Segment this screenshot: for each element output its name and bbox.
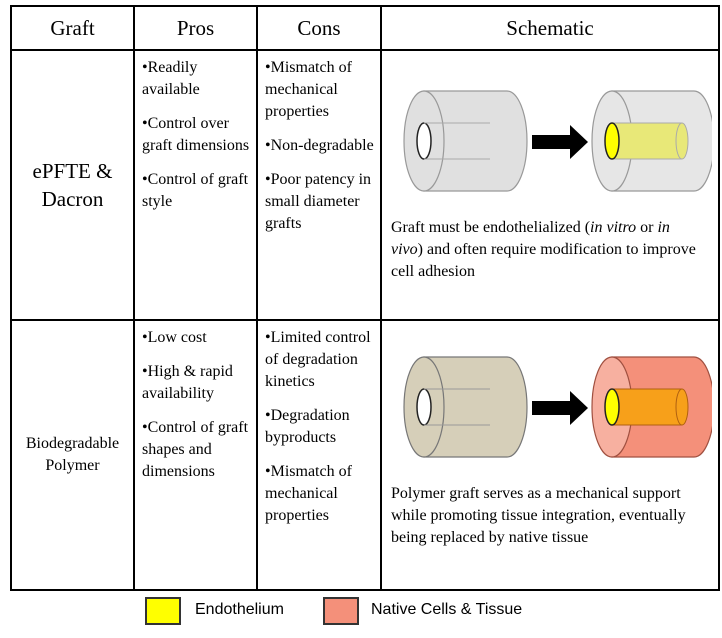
header-cons: Cons xyxy=(256,5,382,51)
biodegradable-graft-schematic xyxy=(403,356,712,458)
pros-cell: •Readily available •Control over graft d… xyxy=(133,49,258,321)
schematic-caption: Graft must be endothelialized (in vitro … xyxy=(391,217,701,283)
graft-comparison-table: Graft Pros Cons Schematic ePFTE & Dacron… xyxy=(10,5,720,591)
schematic-cell: Graft must be endothelialized (in vitro … xyxy=(380,49,720,321)
legend-swatch-endothelium xyxy=(145,597,181,625)
caption-text: or xyxy=(636,219,658,236)
header-row: Graft Pros Cons Schematic xyxy=(10,5,720,51)
cons-item: •Limited control of degradation kinetics xyxy=(265,329,371,390)
cons-item: •Poor patency in small diameter grafts xyxy=(265,171,372,232)
row-synthetic: ePFTE & Dacron •Readily available •Contr… xyxy=(10,49,720,321)
pros-cell: •Low cost •High & rapid availability •Co… xyxy=(133,319,258,591)
transition-arrow xyxy=(532,391,588,425)
graft-cell: Biodegradable Polymer xyxy=(10,319,135,591)
legend-label-native: Native Cells & Tissue xyxy=(371,601,523,618)
caption-text: ) and often require modification to impr… xyxy=(391,241,696,280)
row-biodegradable: Biodegradable Polymer •Low cost •High & … xyxy=(10,319,720,591)
graft-name: ePFTE & Dacron xyxy=(32,159,113,211)
caption-text: Graft must be endothelialized ( xyxy=(391,219,591,236)
caption-italic: in vivo xyxy=(391,219,670,258)
cons-cell: •Mismatch of mechanical properties •Non-… xyxy=(256,49,382,321)
pros-item: •Control over graft dimensions xyxy=(142,115,250,154)
transition-arrow xyxy=(532,125,588,159)
graft-cell: ePFTE & Dacron xyxy=(10,49,135,321)
cons-item: •Non-degradable xyxy=(265,137,374,154)
header-schematic: Schematic xyxy=(380,5,720,51)
graft-name: Biodegradable Polymer xyxy=(25,435,120,474)
legend-label-endothelium: Endothelium xyxy=(195,601,284,618)
synthetic-graft-schematic xyxy=(403,90,712,192)
cons-cell: •Limited control of degradation kinetics… xyxy=(256,319,382,591)
schematic-caption: Polymer graft serves as a mechanical sup… xyxy=(391,485,686,546)
graft-cylinder-endothelialized xyxy=(591,90,712,192)
pros-item: •High & rapid availability xyxy=(142,363,233,402)
schematic-cell: Polymer graft serves as a mechanical sup… xyxy=(380,319,720,591)
cons-item: •Degradation byproducts xyxy=(265,407,350,446)
pros-item: •Control of graft style xyxy=(142,171,249,210)
graft-cylinder-before xyxy=(403,90,528,192)
header-graft: Graft xyxy=(10,5,135,51)
caption-italic: in vitro xyxy=(590,219,637,236)
pros-item: •Control of graft shapes and dimensions xyxy=(142,419,249,480)
cons-item: •Mismatch of mechanical properties xyxy=(265,463,352,524)
native-tissue-cylinder xyxy=(591,356,712,458)
cons-item: •Mismatch of mechanical properties xyxy=(265,59,352,120)
header-pros: Pros xyxy=(133,5,258,51)
legend-swatch-native xyxy=(323,597,359,625)
polymer-cylinder-before xyxy=(403,356,528,458)
pros-item: •Low cost xyxy=(142,329,207,346)
pros-item: •Readily available xyxy=(142,59,200,98)
